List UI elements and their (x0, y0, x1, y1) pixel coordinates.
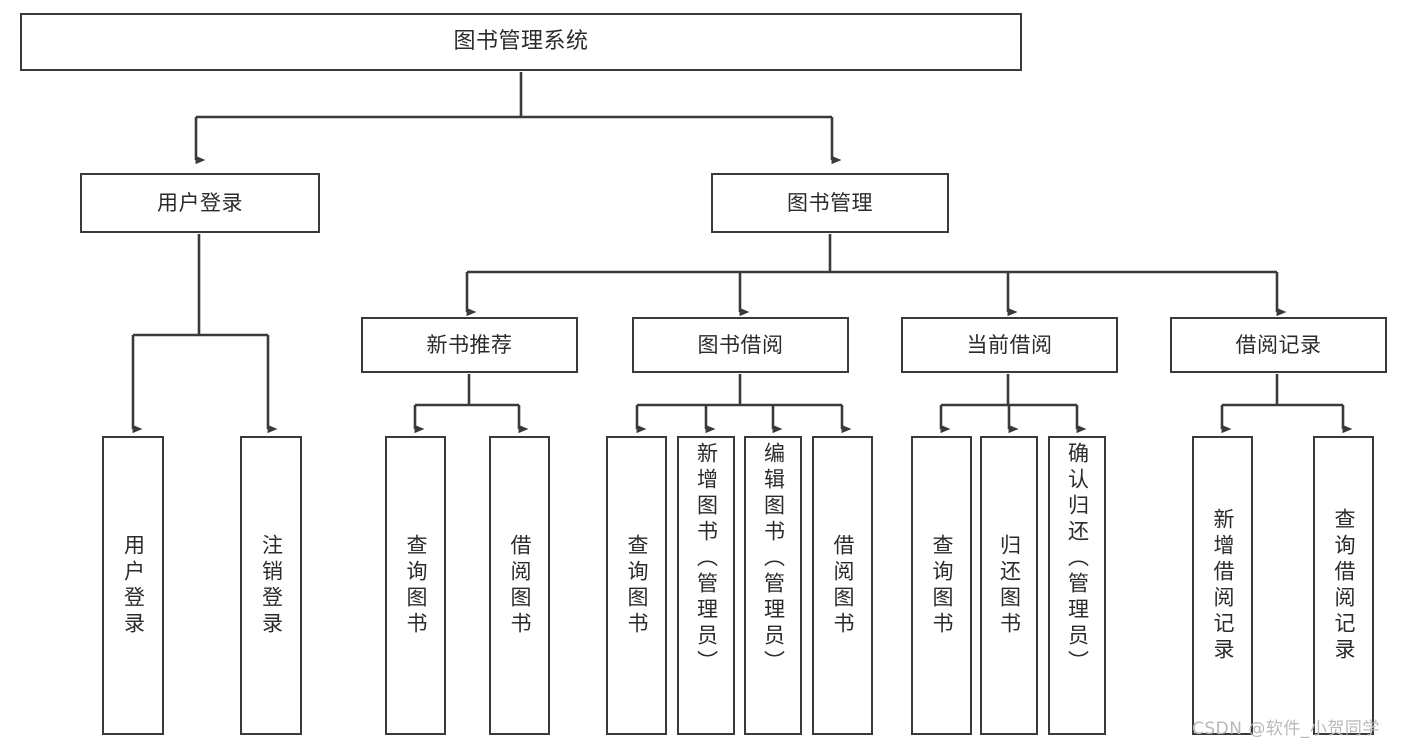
node-label: 借阅图书 (831, 533, 855, 638)
node-book-borrow[interactable]: 图书借阅 (632, 317, 849, 373)
node-label: 归还图书 (997, 533, 1022, 638)
node-label: 注销登录 (259, 533, 284, 638)
leaf-user-login[interactable]: 用户登录 (102, 436, 164, 735)
leaf-query-book-new-rec[interactable]: 查询图书 (385, 436, 446, 735)
node-label: 图书管理系统 (453, 29, 589, 55)
leaf-borrow-book[interactable]: 借阅图书 (812, 436, 873, 735)
node-user-login[interactable]: 用户登录 (80, 173, 320, 233)
node-current-borrow[interactable]: 当前借阅 (901, 317, 1118, 373)
csdn-watermark: CSDN @软件_小贺同学 (1192, 719, 1380, 739)
node-new-book-recommendation[interactable]: 新书推荐 (361, 317, 578, 373)
node-label: 查询图书 (404, 533, 428, 638)
node-label: 新增图书（管理员） (694, 442, 719, 676)
node-label: 新书推荐 (426, 332, 513, 357)
leaf-query-borrow-record[interactable]: 查询借阅记录 (1313, 436, 1374, 735)
leaf-add-book-admin[interactable]: 新增图书（管理员） (677, 436, 735, 735)
leaf-edit-book-admin[interactable]: 编辑图书（管理员） (744, 436, 802, 735)
node-label: 查询图书 (625, 533, 649, 638)
leaf-borrow-book-new-rec[interactable]: 借阅图书 (489, 436, 550, 735)
node-label: 查询图书 (930, 533, 954, 638)
node-label: 查询借阅记录 (1332, 507, 1356, 664)
node-label: 确认归还（管理员） (1065, 442, 1090, 676)
leaf-logout-login[interactable]: 注销登录 (240, 436, 302, 735)
node-label: 新增借阅记录 (1211, 507, 1235, 664)
node-label: 借阅记录 (1235, 332, 1322, 357)
node-book-management[interactable]: 图书管理 (711, 173, 949, 233)
leaf-query-book-current[interactable]: 查询图书 (911, 436, 972, 735)
node-label: 图书管理 (787, 190, 873, 215)
node-label: 图书借阅 (697, 332, 784, 357)
node-label: 用户登录 (157, 190, 243, 215)
node-borrow-record[interactable]: 借阅记录 (1170, 317, 1387, 373)
leaf-return-book[interactable]: 归还图书 (980, 436, 1038, 735)
leaf-query-book-borrow[interactable]: 查询图书 (606, 436, 667, 735)
node-label: 编辑图书（管理员） (761, 442, 786, 676)
node-label: 借阅图书 (508, 533, 532, 638)
node-label: 用户登录 (121, 533, 146, 638)
node-label: 当前借阅 (966, 332, 1053, 357)
leaf-confirm-return-admin[interactable]: 确认归还（管理员） (1048, 436, 1106, 735)
leaf-add-borrow-record[interactable]: 新增借阅记录 (1192, 436, 1253, 735)
node-root-book-management-system[interactable]: 图书管理系统 (20, 13, 1022, 71)
